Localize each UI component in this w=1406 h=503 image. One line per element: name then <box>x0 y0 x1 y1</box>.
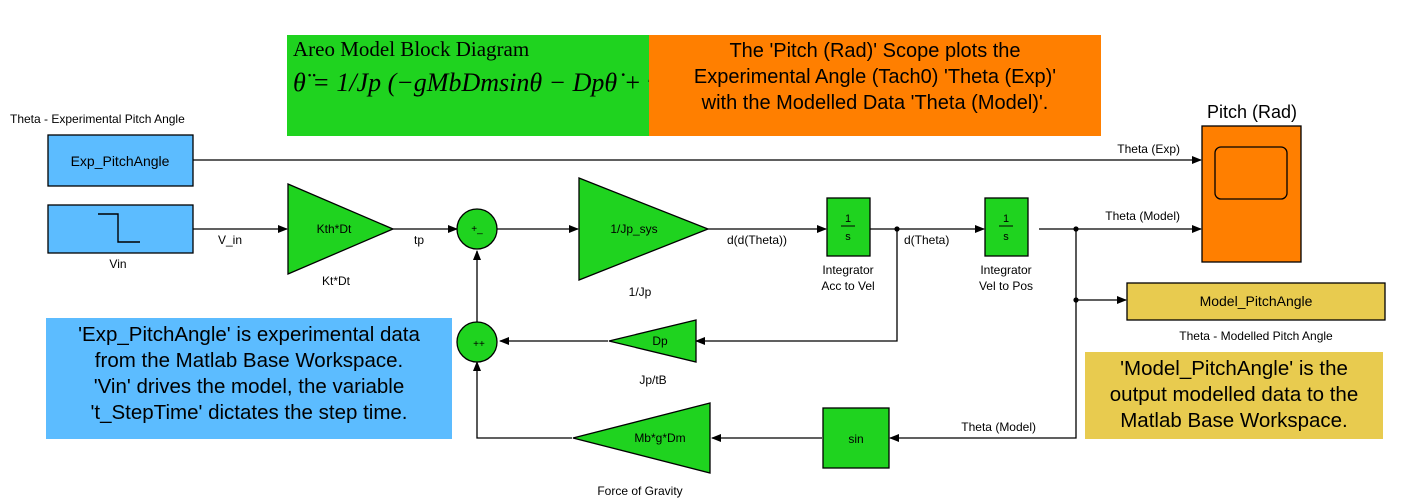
vin-caption: Vin <box>109 257 126 271</box>
exp-pitch-angle-block[interactable]: Exp_PitchAngle <box>47 134 194 187</box>
branch-dot-workspace <box>1073 297 1079 303</box>
gain-dp[interactable]: Dp <box>608 319 697 363</box>
wire-to-workspace <box>1075 229 1127 304</box>
data-note-line: 'Vin' drives the model, the variable <box>93 375 405 398</box>
signal-label-theta-model: Theta (Model) <box>1105 209 1180 223</box>
scope-title: Pitch (Rad) <box>1207 102 1297 122</box>
integrator-1-caption-line2: Acc to Vel <box>821 279 874 293</box>
wire-sin-feedback <box>889 300 1077 442</box>
wire-dp-feedback <box>695 229 898 345</box>
title-note: Areo Model Block Diagram θ̈ = 1/Jp (−gMb… <box>287 35 679 136</box>
exp-pitch-angle-label: Exp_PitchAngle <box>71 153 170 169</box>
output-data-note: 'Model_PitchAngle' is the output modelle… <box>1085 352 1383 439</box>
model-equation: θ̈ = 1/Jp (−gMbDmsinθ − Dpθ̇ + τp) <box>293 68 679 97</box>
gain-jp-sys-caption: 1/Jp <box>629 285 652 299</box>
data-note-line: 't_StepTime' dictates the step time. <box>90 401 408 424</box>
signal-label-tp: tp <box>414 233 424 247</box>
sum-block-2-signs: ++ <box>473 339 485 350</box>
gain-dp-label: Dp <box>652 334 668 348</box>
scope-description-note: The 'Pitch (Rad)' Scope plots the Experi… <box>649 35 1101 136</box>
integrator-2-caption-line1: Integrator <box>980 263 1031 277</box>
gain-gravity-caption: Force of Gravity <box>597 484 682 498</box>
scope-note-line: Experimental Angle (Tach0) 'Theta (Exp)' <box>693 66 1057 88</box>
signal-label-vin: V_in <box>218 233 242 247</box>
data-note-line: 'Exp_PitchAngle' is experimental data <box>78 323 420 346</box>
gain-gravity[interactable]: Mb*g*Dm <box>572 402 711 474</box>
integrator-1-num: 1 <box>845 213 851 225</box>
gain-jp-sys-label: 1/Jp_sys <box>610 222 657 236</box>
output-note-line: 'Model_PitchAngle' is the <box>1120 357 1348 380</box>
branch-dot-model <box>1073 226 1079 232</box>
sin-block[interactable]: sin <box>822 407 890 469</box>
diagram-title: Areo Model Block Diagram <box>293 37 530 61</box>
gain-gravity-label: Mb*g*Dm <box>634 431 685 445</box>
scope-screen-icon <box>1214 146 1288 200</box>
gain-dp-caption: Jp/tB <box>639 373 666 387</box>
integrator-2-caption-line2: Vel to Pos <box>979 279 1033 293</box>
gain-kt-dt-caption: Kt*Dt <box>322 274 351 288</box>
scope-note-line: The 'Pitch (Rad)' Scope plots the <box>729 40 1021 62</box>
integrator-2-den: s <box>1003 231 1009 243</box>
sum-block-2[interactable]: ++ <box>456 321 498 363</box>
exp-pitch-angle-caption: Theta - Experimental Pitch Angle <box>10 112 185 126</box>
data-note-line: from the Matlab Base Workspace. <box>94 349 404 372</box>
signal-label-theta-exp: Theta (Exp) <box>1117 142 1180 156</box>
output-note-line: Matlab Base Workspace. <box>1120 409 1348 432</box>
integrator-acc-to-vel[interactable]: 1 s <box>826 197 871 257</box>
wire-gravity-out <box>473 361 572 439</box>
sin-block-label: sin <box>848 432 863 446</box>
sum-block-1-signs: +_ <box>471 224 483 235</box>
signal-label-dd-theta: d(d(Theta)) <box>727 233 787 247</box>
integrator-vel-to-pos[interactable]: 1 s <box>984 197 1029 257</box>
gain-kt-dt-label: Kth*Dt <box>317 222 352 236</box>
integrator-1-caption-line1: Integrator <box>822 263 873 277</box>
output-note-line: output modelled data to the <box>1109 383 1359 406</box>
signal-label-d-theta: d(Theta) <box>904 233 949 247</box>
integrator-1-den: s <box>845 231 851 243</box>
signal-label-theta-model-feedback: Theta (Model) <box>961 420 1036 434</box>
integrator-2-num: 1 <box>1003 213 1009 225</box>
step-icon <box>98 213 140 243</box>
pitch-scope-block[interactable] <box>1201 125 1302 263</box>
input-data-note: 'Exp_PitchAngle' is experimental data fr… <box>46 318 452 439</box>
model-pitch-angle-block[interactable]: Model_PitchAngle <box>1126 282 1386 321</box>
sum-block-1[interactable]: +_ <box>456 208 498 250</box>
gain-jp-sys[interactable]: 1/Jp_sys <box>578 177 710 281</box>
branch-dot-theta <box>894 226 900 232</box>
vin-step-block[interactable] <box>47 204 194 254</box>
model-pitch-angle-caption: Theta - Modelled Pitch Angle <box>1179 329 1333 343</box>
model-pitch-angle-label: Model_PitchAngle <box>1200 293 1313 309</box>
gain-kt-dt[interactable]: Kth*Dt <box>287 183 395 275</box>
scope-note-line: with the Modelled Data 'Theta (Model)'. <box>701 92 1049 114</box>
